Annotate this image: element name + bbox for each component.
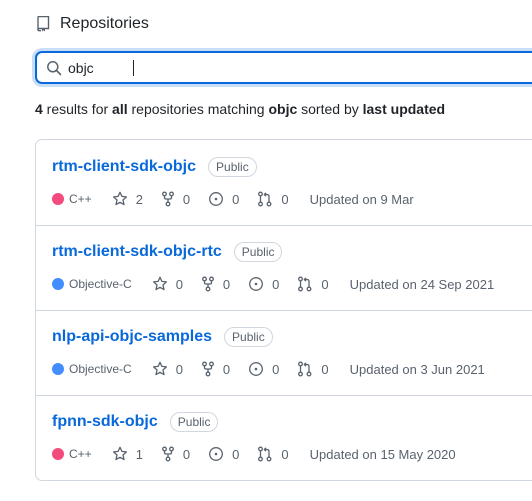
repository-link[interactable]: rtm-client-sdk-objc <box>52 158 197 175</box>
star-icon <box>152 361 168 377</box>
language-color-dot <box>52 448 64 460</box>
language-label: Objective-C <box>69 277 132 291</box>
issues-link[interactable]: 0 <box>248 361 279 377</box>
language-color-dot <box>52 278 64 290</box>
pull-requests-count: 0 <box>321 276 329 292</box>
issue-icon <box>248 276 264 292</box>
star-icon <box>112 446 128 462</box>
issues-link[interactable]: 0 <box>208 446 239 462</box>
pull-requests-link[interactable]: 0 <box>257 191 289 207</box>
repository-search[interactable] <box>35 51 532 84</box>
pull-requests-link[interactable]: 0 <box>297 361 329 377</box>
results-summary: 4 results for all repositories matching … <box>35 101 445 117</box>
pull-request-icon <box>297 276 313 292</box>
issues-count: 0 <box>272 361 280 377</box>
language-info: C++ <box>52 192 92 206</box>
language-info: C++ <box>52 447 92 461</box>
visibility-badge: Public <box>208 157 257 177</box>
repository-link[interactable]: fpnn-sdk-objc <box>52 413 158 430</box>
stars-link[interactable]: 0 <box>152 361 183 377</box>
language-color-dot <box>52 363 64 375</box>
repository-row: nlp-api-objc-samples Public Objective-C … <box>36 310 532 396</box>
visibility-badge: Public <box>233 242 283 262</box>
updated-timestamp: Updated on 15 May 2020 <box>309 446 456 462</box>
search-input[interactable] <box>68 56 508 79</box>
stars-count: 2 <box>135 191 143 207</box>
forks-link[interactable]: 0 <box>201 361 230 377</box>
issues-count: 0 <box>232 191 240 207</box>
pull-request-icon <box>257 446 273 462</box>
pull-requests-count: 0 <box>281 191 289 207</box>
pull-request-icon <box>257 191 273 207</box>
forks-link[interactable]: 0 <box>201 276 230 292</box>
stars-link[interactable]: 1 <box>112 446 143 462</box>
language-label: Objective-C <box>69 362 132 376</box>
fork-icon <box>161 191 175 207</box>
forks-count: 0 <box>222 276 231 292</box>
stars-link[interactable]: 0 <box>152 276 183 292</box>
stars-link[interactable]: 2 <box>112 191 143 207</box>
results-sort: last updated <box>362 101 446 117</box>
pull-requests-count: 0 <box>281 446 289 462</box>
star-icon <box>112 191 128 207</box>
issues-link[interactable]: 0 <box>208 191 239 207</box>
repository-list: rtm-client-sdk-objc Public C++ 2 <box>35 139 532 481</box>
page-title: Repositories <box>60 15 149 32</box>
language-label: C++ <box>69 192 92 206</box>
repo-icon <box>36 16 50 32</box>
stars-count: 0 <box>175 361 183 377</box>
updated-timestamp: Updated on 24 Sep 2021 <box>349 276 495 292</box>
repository-row: fpnn-sdk-objc Public C++ 1 <box>36 395 532 480</box>
stars-count: 0 <box>175 276 183 292</box>
forks-count: 0 <box>182 446 191 462</box>
issues-count: 0 <box>232 446 240 462</box>
pull-requests-link[interactable]: 0 <box>297 276 329 292</box>
repository-link[interactable]: nlp-api-objc-samples <box>52 328 213 345</box>
issues-count: 0 <box>272 276 280 292</box>
summary-text-2: repositories matching <box>127 101 269 117</box>
forks-count: 0 <box>222 361 231 377</box>
language-label: C++ <box>69 447 92 461</box>
repositories-header: Repositories <box>36 14 149 34</box>
forks-count: 0 <box>182 191 191 207</box>
pull-requests-count: 0 <box>321 361 329 377</box>
results-count: 4 <box>35 101 43 117</box>
repository-row: rtm-client-sdk-objc Public C++ 2 <box>36 140 532 226</box>
repository-row: rtm-client-sdk-objc-rtc Public Objective… <box>36 225 532 311</box>
visibility-badge: Public <box>224 327 273 347</box>
results-query: objc <box>268 101 298 117</box>
issue-icon <box>208 191 224 207</box>
updated-timestamp: Updated on 9 Mar <box>309 191 414 207</box>
star-icon <box>152 276 168 292</box>
fork-icon <box>201 276 215 292</box>
forks-link[interactable]: 0 <box>161 191 190 207</box>
language-info: Objective-C <box>52 277 132 291</box>
results-scope: all <box>112 101 128 117</box>
visibility-badge: Public <box>169 412 219 432</box>
language-info: Objective-C <box>52 362 132 376</box>
summary-text-3: sorted by <box>297 101 363 117</box>
forks-link[interactable]: 0 <box>161 446 190 462</box>
fork-icon <box>201 361 215 377</box>
language-color-dot <box>52 193 64 205</box>
updated-timestamp: Updated on 3 Jun 2021 <box>349 361 485 377</box>
issues-link[interactable]: 0 <box>248 276 279 292</box>
summary-text-1: results for <box>42 101 113 117</box>
pull-request-icon <box>297 361 313 377</box>
fork-icon <box>161 446 175 462</box>
stars-count: 1 <box>135 446 143 462</box>
pull-requests-link[interactable]: 0 <box>257 446 289 462</box>
issue-icon <box>248 361 264 377</box>
search-icon <box>46 60 62 76</box>
repository-link[interactable]: rtm-client-sdk-objc-rtc <box>52 243 222 260</box>
issue-icon <box>208 446 224 462</box>
text-caret <box>133 60 134 76</box>
